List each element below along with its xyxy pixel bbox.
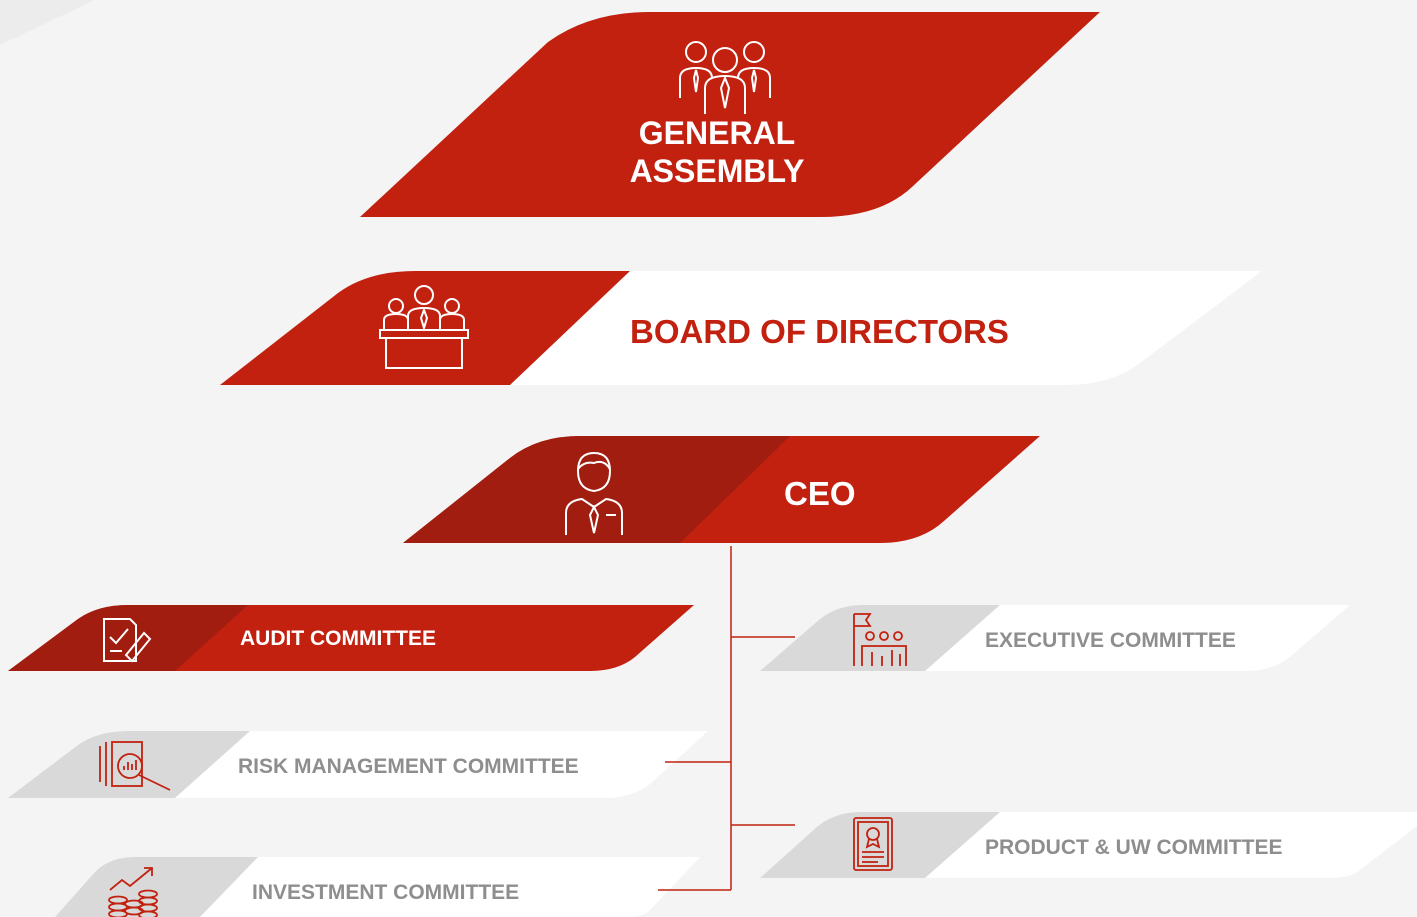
decorative-stripe — [0, 0, 95, 45]
general-assembly-band — [360, 12, 1100, 217]
board-of-directors-label: BOARD OF DIRECTORS — [630, 313, 1009, 350]
general-assembly-title: GENERAL ASSEMBLY — [610, 114, 824, 190]
group-people-icon — [672, 38, 778, 114]
ceo-band-dark — [403, 436, 790, 543]
general-assembly-line1: GENERAL — [638, 115, 796, 151]
businessman-icon — [564, 449, 624, 537]
magnifier-report-icon — [96, 738, 174, 792]
product-uw-committee-label: PRODUCT & UW COMMITTEE — [985, 836, 1283, 859]
executive-committee-label: EXECUTIVE COMMITTEE — [985, 629, 1236, 652]
investment-band-grey — [55, 857, 258, 917]
board-meeting-icon — [378, 284, 470, 370]
general-assembly-line2: ASSEMBLY — [629, 153, 805, 189]
growth-coins-icon — [106, 864, 158, 917]
connector-lines — [658, 546, 795, 891]
audit-band-dark — [8, 605, 248, 671]
ceo-label: CEO — [784, 475, 856, 512]
team-flag-icon — [848, 610, 910, 668]
product-band-grey — [760, 812, 1000, 878]
audit-document-icon — [100, 613, 156, 665]
audit-committee-label: AUDIT COMMITTEE — [240, 627, 436, 650]
certificate-icon — [852, 816, 894, 872]
risk-band-grey — [8, 731, 250, 798]
risk-management-committee-label: RISK MANAGEMENT COMMITTEE — [238, 755, 579, 778]
investment-committee-label: INVESTMENT COMMITTEE — [252, 881, 520, 904]
